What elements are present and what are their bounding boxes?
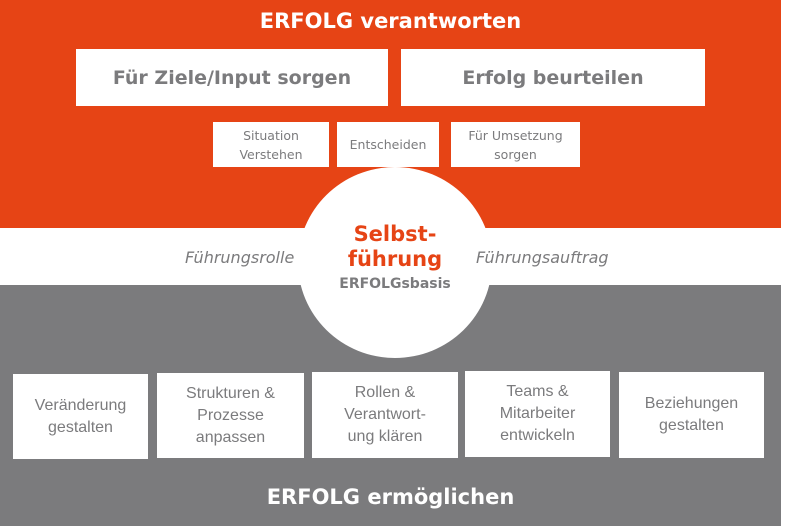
line: gestalten: [48, 418, 113, 436]
line: sorgen: [494, 146, 537, 162]
top-title: ERFOLG verantworten: [259, 9, 522, 33]
line: entwickeln: [500, 427, 575, 444]
box-teams: Teams & Mitarbeiter entwickeln: [465, 371, 610, 457]
line: Strukturen &: [186, 384, 275, 402]
line: Entscheiden: [349, 137, 427, 152]
selbstfuehrung-label: Selbst-führung: [298, 222, 492, 272]
fuehrungsauftrag-label: Führungsauftrag: [476, 248, 609, 267]
box-ziele-input: Für Ziele/Input sorgen: [76, 49, 388, 106]
erfolgsbasis-label: ERFOLGsbasis: [339, 276, 451, 292]
line: Verantwort-: [344, 406, 426, 423]
box-beziehungen: Beziehungen gestalten: [619, 372, 764, 458]
line: Situation: [243, 127, 299, 143]
line: führung: [347, 247, 443, 271]
box-rollen: Rollen & Verantwort-ung klären: [312, 372, 458, 458]
fuehrungsrolle-label: Führungsrolle: [185, 248, 295, 267]
line: anpassen: [195, 428, 266, 446]
line: Veränderung: [34, 396, 127, 414]
line: Selbst-: [353, 222, 437, 246]
line: Prozesse: [197, 406, 264, 424]
line: Teams &: [506, 383, 569, 400]
line: gestalten: [659, 417, 724, 434]
box-veraenderung: Veränderung gestalten: [13, 374, 148, 459]
line: Verstehen: [239, 146, 303, 162]
box-erfolg-beurteilen: Erfolg beurteilen: [401, 49, 705, 106]
box-strukturen: Strukturen & Prozesse anpassen: [157, 373, 304, 458]
line: Für Umsetzung: [468, 127, 563, 143]
line: ung klären: [347, 428, 423, 445]
box-umsetzung: Für Umsetzung sorgen: [451, 122, 580, 167]
line: Mitarbeiter: [499, 405, 576, 422]
box-entscheiden: Entscheiden: [337, 122, 439, 167]
center-circle: [298, 167, 492, 358]
bottom-title: ERFOLG ermöglichen: [266, 485, 515, 509]
line: Rollen &: [354, 384, 416, 401]
line: Beziehungen: [644, 395, 739, 412]
